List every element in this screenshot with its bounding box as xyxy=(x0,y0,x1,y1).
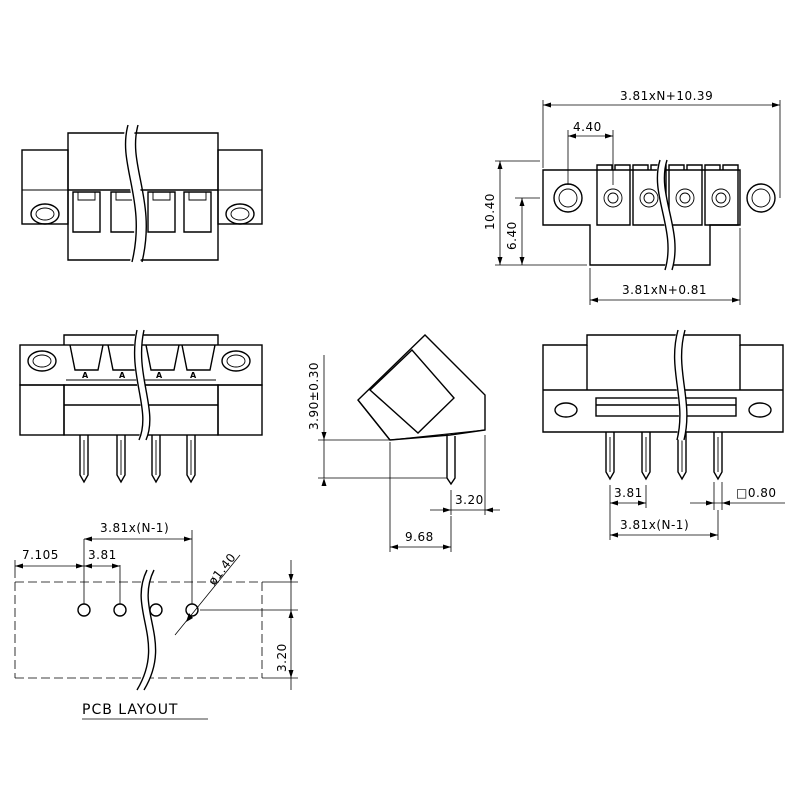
dim-body-width: 3.81xN+0.81 xyxy=(622,283,707,297)
dim-flange-offset: 4.40 xyxy=(573,120,602,134)
dim-height-mid: 6.40 xyxy=(505,221,519,250)
dim-height-total: 10.40 xyxy=(483,193,497,230)
pcb-layout: 3.81x(N-1) 7.105 3.81 ø1.40 3.20 PCB LAY… xyxy=(14,521,298,720)
dim-pin-offset: 3.20 xyxy=(455,493,484,507)
pin-mark-3: A xyxy=(156,371,163,380)
pin-mark-1: A xyxy=(82,371,89,380)
pcb-holes xyxy=(77,603,199,617)
dim-pcb-edge: 7.105 xyxy=(22,548,59,562)
dim-rear-span: 3.81x(N-1) xyxy=(620,518,689,532)
pin-mark-4: A xyxy=(190,371,197,380)
assembly-pins xyxy=(79,435,196,484)
dim-overall-width: 3.81xN+10.39 xyxy=(620,89,713,103)
rear-pins xyxy=(605,432,723,481)
plug-top-view xyxy=(21,123,263,264)
pcb-layout-title: PCB LAYOUT xyxy=(82,702,179,718)
dim-pcb-span: 3.81x(N-1) xyxy=(100,521,169,535)
assembly-front-view: A A A A xyxy=(19,329,263,484)
header-front-view: 3.81xN+10.39 4.40 10.40 6.40 3.81xN+0.81 xyxy=(483,89,781,305)
dim-pcb-row-offset: 3.20 xyxy=(275,643,289,672)
dim-pcb-pitch: 3.81 xyxy=(88,548,117,562)
dim-depth: 9.68 xyxy=(405,530,434,544)
dim-pitch: 3.81 xyxy=(614,486,643,500)
pin-mark-2: A xyxy=(119,371,126,380)
dim-pin-size: □0.80 xyxy=(736,486,777,500)
dim-hole-diameter: ø1.40 xyxy=(205,550,239,587)
header-terminals xyxy=(596,164,739,226)
side-view: 3.90±0.30 3.20 9.68 xyxy=(307,334,500,552)
dim-side-height: 3.90±0.30 xyxy=(307,362,321,430)
rear-view: 3.81 □0.80 3.81x(N-1) xyxy=(542,328,785,540)
